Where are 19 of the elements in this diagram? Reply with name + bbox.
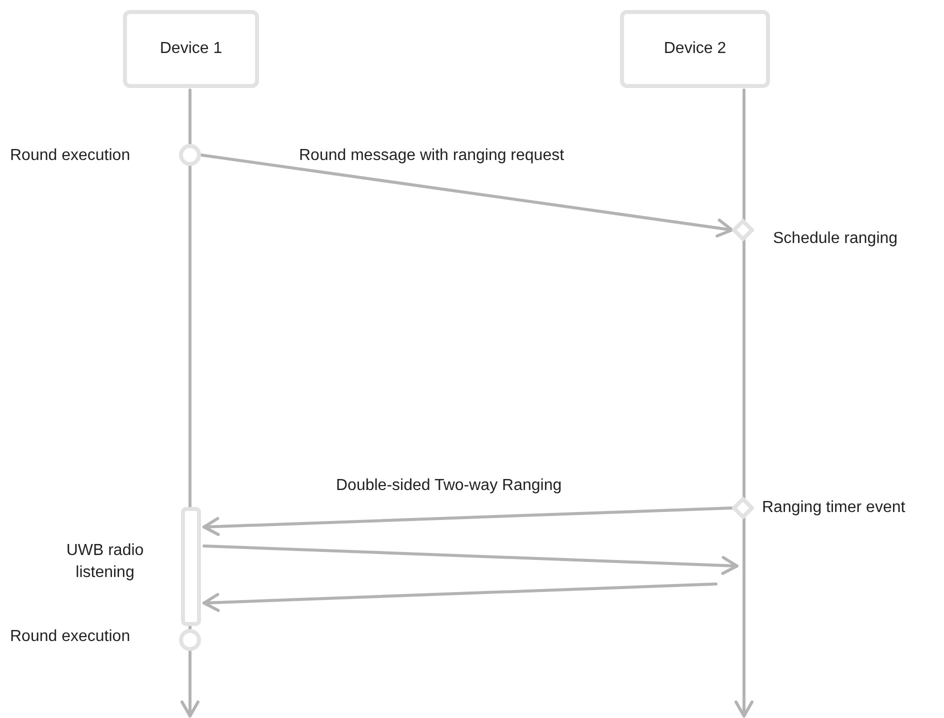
participant-box — [123, 10, 259, 88]
event-circle — [179, 144, 201, 166]
participant-box — [620, 10, 770, 88]
event-label: Round execution — [10, 627, 130, 647]
event-circle — [179, 629, 201, 651]
event-label: Round execution — [10, 146, 130, 166]
message-arrow — [202, 506, 734, 536]
message-arrow — [202, 582, 718, 612]
event-label: Ranging timer event — [762, 498, 906, 518]
event-diamond — [732, 497, 754, 519]
event-diamond — [732, 219, 754, 241]
event-label: Schedule ranging — [773, 229, 898, 249]
activation-bar — [181, 507, 201, 626]
event-label: UWB radio listening — [65, 541, 145, 583]
message-arrow — [202, 544, 738, 575]
participant-name: Device 1 — [160, 40, 222, 58]
participant-name: Device 2 — [664, 40, 726, 58]
lifeline-arrow — [734, 88, 754, 718]
message-arrow — [200, 154, 734, 238]
